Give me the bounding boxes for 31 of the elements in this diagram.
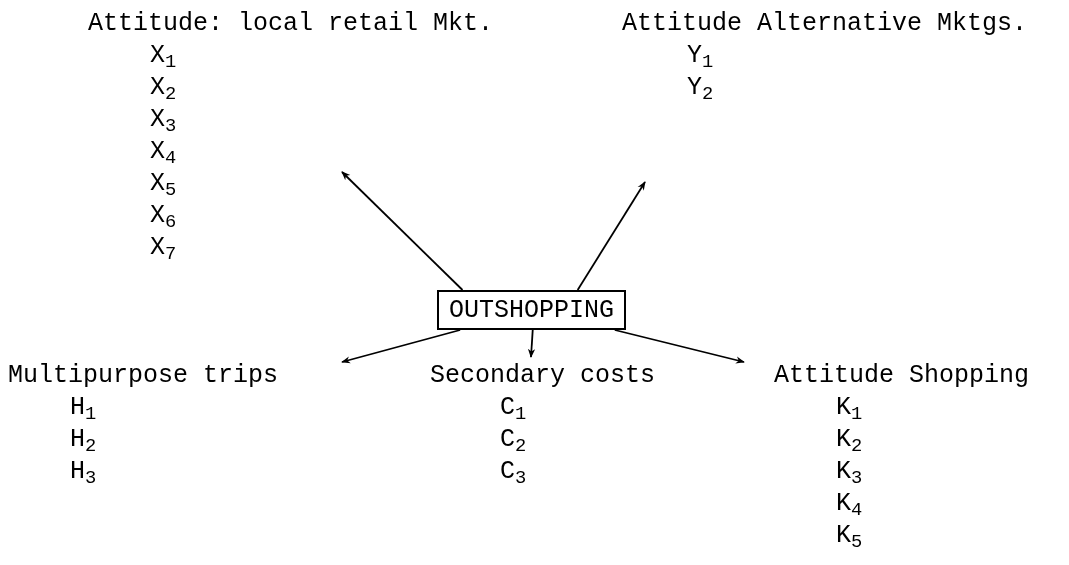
variable-label: X$_{5}$	[150, 168, 177, 200]
variable-label: X$_{3}$	[150, 104, 177, 136]
variable-label: K$_{3}$	[836, 456, 863, 488]
variable-label: X$_{4}$	[150, 136, 177, 168]
variable-label: X$_{1}$	[150, 40, 177, 72]
heading-text: Attitude: local retail Mkt.	[88, 8, 494, 40]
variable-label: Y$_{2}$	[687, 72, 714, 104]
arrow	[576, 181, 646, 291]
variable-label: H$_{1}$	[70, 392, 97, 424]
variable-label: C$_{2}$	[500, 424, 527, 456]
arrow	[341, 329, 462, 364]
heading-text: Multipurpose trips	[8, 360, 279, 392]
arrow	[341, 171, 464, 291]
variable-label: C$_{1}$	[500, 392, 527, 424]
heading-text: Secondary costs	[430, 360, 656, 392]
arrow	[527, 329, 536, 358]
variable-label: H$_{3}$	[70, 456, 97, 488]
variable-label: X$_{7}$	[150, 232, 177, 264]
variable-label: K$_{1}$	[836, 392, 863, 424]
variable-label: C$_{3}$	[500, 456, 527, 488]
variable-label: K$_{5}$	[836, 520, 863, 552]
heading-text: Attitude Alternative Mktgs.	[622, 8, 1028, 40]
variable-label: H$_{2}$	[70, 424, 97, 456]
variable-label: X$_{2}$	[150, 72, 177, 104]
variable-label: Y$_{1}$	[687, 40, 714, 72]
arrow	[613, 329, 745, 364]
variable-label: K$_{2}$	[836, 424, 863, 456]
variable-label: X$_{6}$	[150, 200, 177, 232]
variable-label: K$_{4}$	[836, 488, 863, 520]
process-box: OUTSHOPPING	[437, 290, 627, 330]
heading-text: Attitude Shopping	[774, 360, 1030, 392]
